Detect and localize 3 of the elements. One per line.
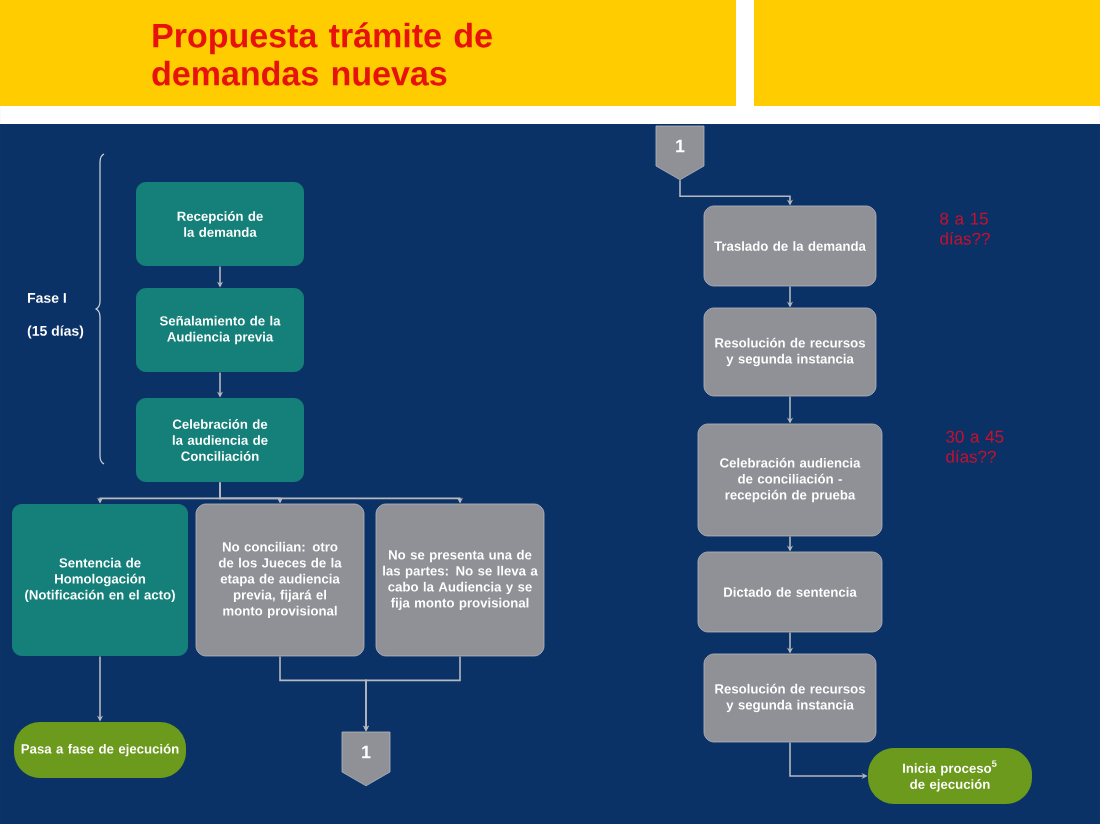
title: Propuesta trámite de demandas nuevas <box>152 22 492 86</box>
duration-note: 30 a 45 días?? <box>946 430 1004 463</box>
duration-note: 8 a 15 días?? <box>940 212 990 245</box>
